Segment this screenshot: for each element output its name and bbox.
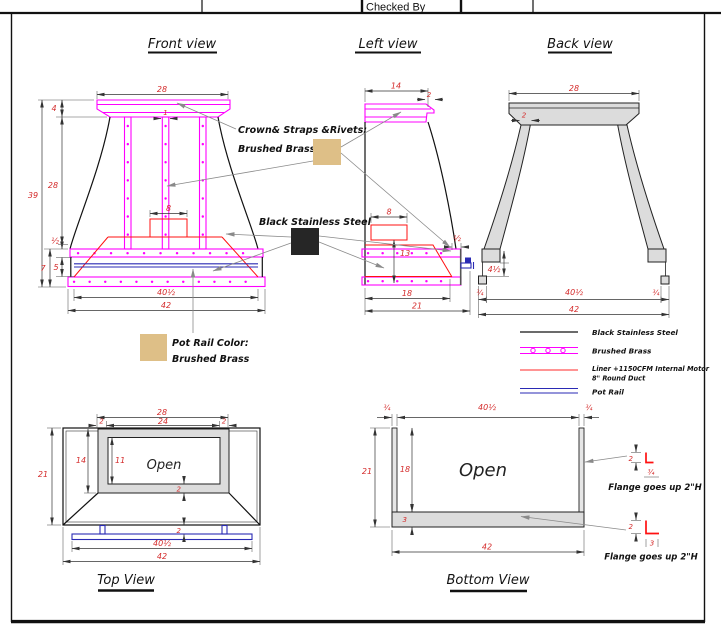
top-view-open-label: Open [147,458,182,473]
legend-item-brushed-brass: Brushed Brass [520,347,652,356]
pot-rail-color-label-line2: Brushed Brass [172,354,250,365]
dim-left-depth-top: 14 [391,82,401,91]
dim-top-depth: 21 [38,470,48,479]
front-view: Front view 1 8 [28,37,266,314]
dim-back-foot-left: ¾ [477,289,484,297]
dim-back-foot-right: ¾ [653,289,660,297]
left-view: Left view 14 2 8 13 ½ [355,37,475,315]
legend-item-pot-rail: Pot Rail [520,388,624,397]
pot-rail-color-label-line1: Pot Rail Color: [172,338,249,349]
sheet-frame [10,13,706,624]
dim-bottom-inner-width: 40½ [478,403,496,412]
dim-top-opening-width: 24 [158,417,168,426]
dim-front-overhang: ½ [51,237,59,246]
dim-bottom-total-width: 42 [482,543,492,552]
bottom-view-open-label: Open [459,460,507,481]
legend-label-black-stainless: Black Stainless Steel [592,328,678,337]
dim-top-wall: 2 [177,486,182,494]
legend-label-liner-line2: 8" Round Duct [592,375,646,383]
dim-front-strap-width: 1 [163,109,167,117]
legend-label-liner-line1: Liner +1150CFM Internal Motor [592,365,710,373]
legend-item-black-stainless: Black Stainless Steel [520,328,678,337]
flange-note-2: Flange goes up 2"H [604,553,698,563]
dim-back-leg-gap: 4½ [488,265,501,274]
dim-back-base-width: 40½ [565,288,583,297]
dim-left-liner-depth: 18 [402,289,412,298]
top-view: 28 2 24 2 21 14 11 2 2 40½ 42 O [38,408,261,592]
pot-rail-end-cap [465,257,471,264]
flange-note-1: Flange goes up 2"H [608,483,702,493]
dim-back-total-width: 42 [569,305,579,314]
dim-front-total-height: 39 [28,191,38,200]
dim-top-opening-depth: 11 [115,456,125,465]
dim-top-rail-gap: 2 [177,527,182,535]
front-view-title: Front view [148,37,217,52]
back-view-title: Back view [547,37,613,52]
dim-left-crown-lip: 2 [427,91,432,99]
crown-straps-label-line2: Brushed Brass [238,144,316,155]
dim-bottom-inner-depth: 18 [400,465,410,474]
dim-front-base-height: 7 [40,264,46,273]
black-stainless-swatch [291,228,319,255]
legend: Black Stainless Steel Brushed Brass Line… [520,328,710,397]
dim-left-total-depth: 21 [412,302,422,311]
black-stainless-label: Black Stainless Steel [259,217,372,228]
annotations: Crown& Straps &Rivets: Brushed Brass Bla… [140,102,452,365]
dim-back-leg-width: 2 [522,112,527,120]
dim-top-rail-width: 40½ [153,539,171,548]
dim-back-width-top: 28 [569,84,579,93]
checked-by-label: Checked By [366,2,426,14]
left-view-title: Left view [359,37,418,52]
dim-front-crown-height: 4 [51,104,56,113]
dim-bottom-depth: 21 [362,467,372,476]
title-block: Checked By [0,0,721,15]
dim-top-total-width: 42 [157,552,167,561]
dim-left-duct-depth: 8 [386,208,391,217]
legend-item-liner: Liner +1150CFM Internal Motor 8" Round D… [520,365,710,383]
bottom-view-title: Bottom View [447,573,530,588]
dim-front-base-width: 40½ [157,288,175,297]
dim-front-width-top: 28 [157,85,167,94]
dim-front-body-height: 28 [48,181,58,190]
dim-bottom-flange-left: ¾ [384,404,391,412]
legend-label-pot-rail: Pot Rail [592,388,624,397]
dim-top-shoulder-depth: 14 [76,456,86,465]
dim-flange2-height: 2 [629,523,634,531]
back-view: Back view 28 2 4½ ¾ 40½ ¾ 4 [465,37,670,318]
dim-front-band-height: 5 [53,263,58,272]
pot-rail-brass-swatch [140,334,167,361]
dim-bottom-back-width: 3 [403,516,407,524]
legend-label-brushed-brass: Brushed Brass [592,347,652,356]
dim-flange1-thickness: ¾ [648,469,655,477]
dim-flange1-height: 2 [629,455,634,463]
dim-flange2-thickness: 3 [650,540,654,548]
brushed-brass-swatch [313,139,341,165]
top-view-title: Top View [97,573,155,588]
dim-front-duct-width: 8 [166,204,171,213]
crown-straps-label-line1: Crown& Straps &Rivets: [238,125,367,136]
dim-bottom-flange-right: ¾ [586,404,593,412]
dim-top-lip-left: 2 [99,418,104,426]
dim-left-overhang: ½ [453,234,461,243]
dim-front-total-width: 42 [161,301,171,310]
bottom-view: ¾ 40½ ¾ 21 18 3 42 Open 2 ¾ Flange goes … [362,403,702,593]
dim-top-width-top: 28 [157,408,167,417]
dim-top-lip-right: 2 [222,418,227,426]
dim-left-liner-height: 13 [400,249,410,258]
